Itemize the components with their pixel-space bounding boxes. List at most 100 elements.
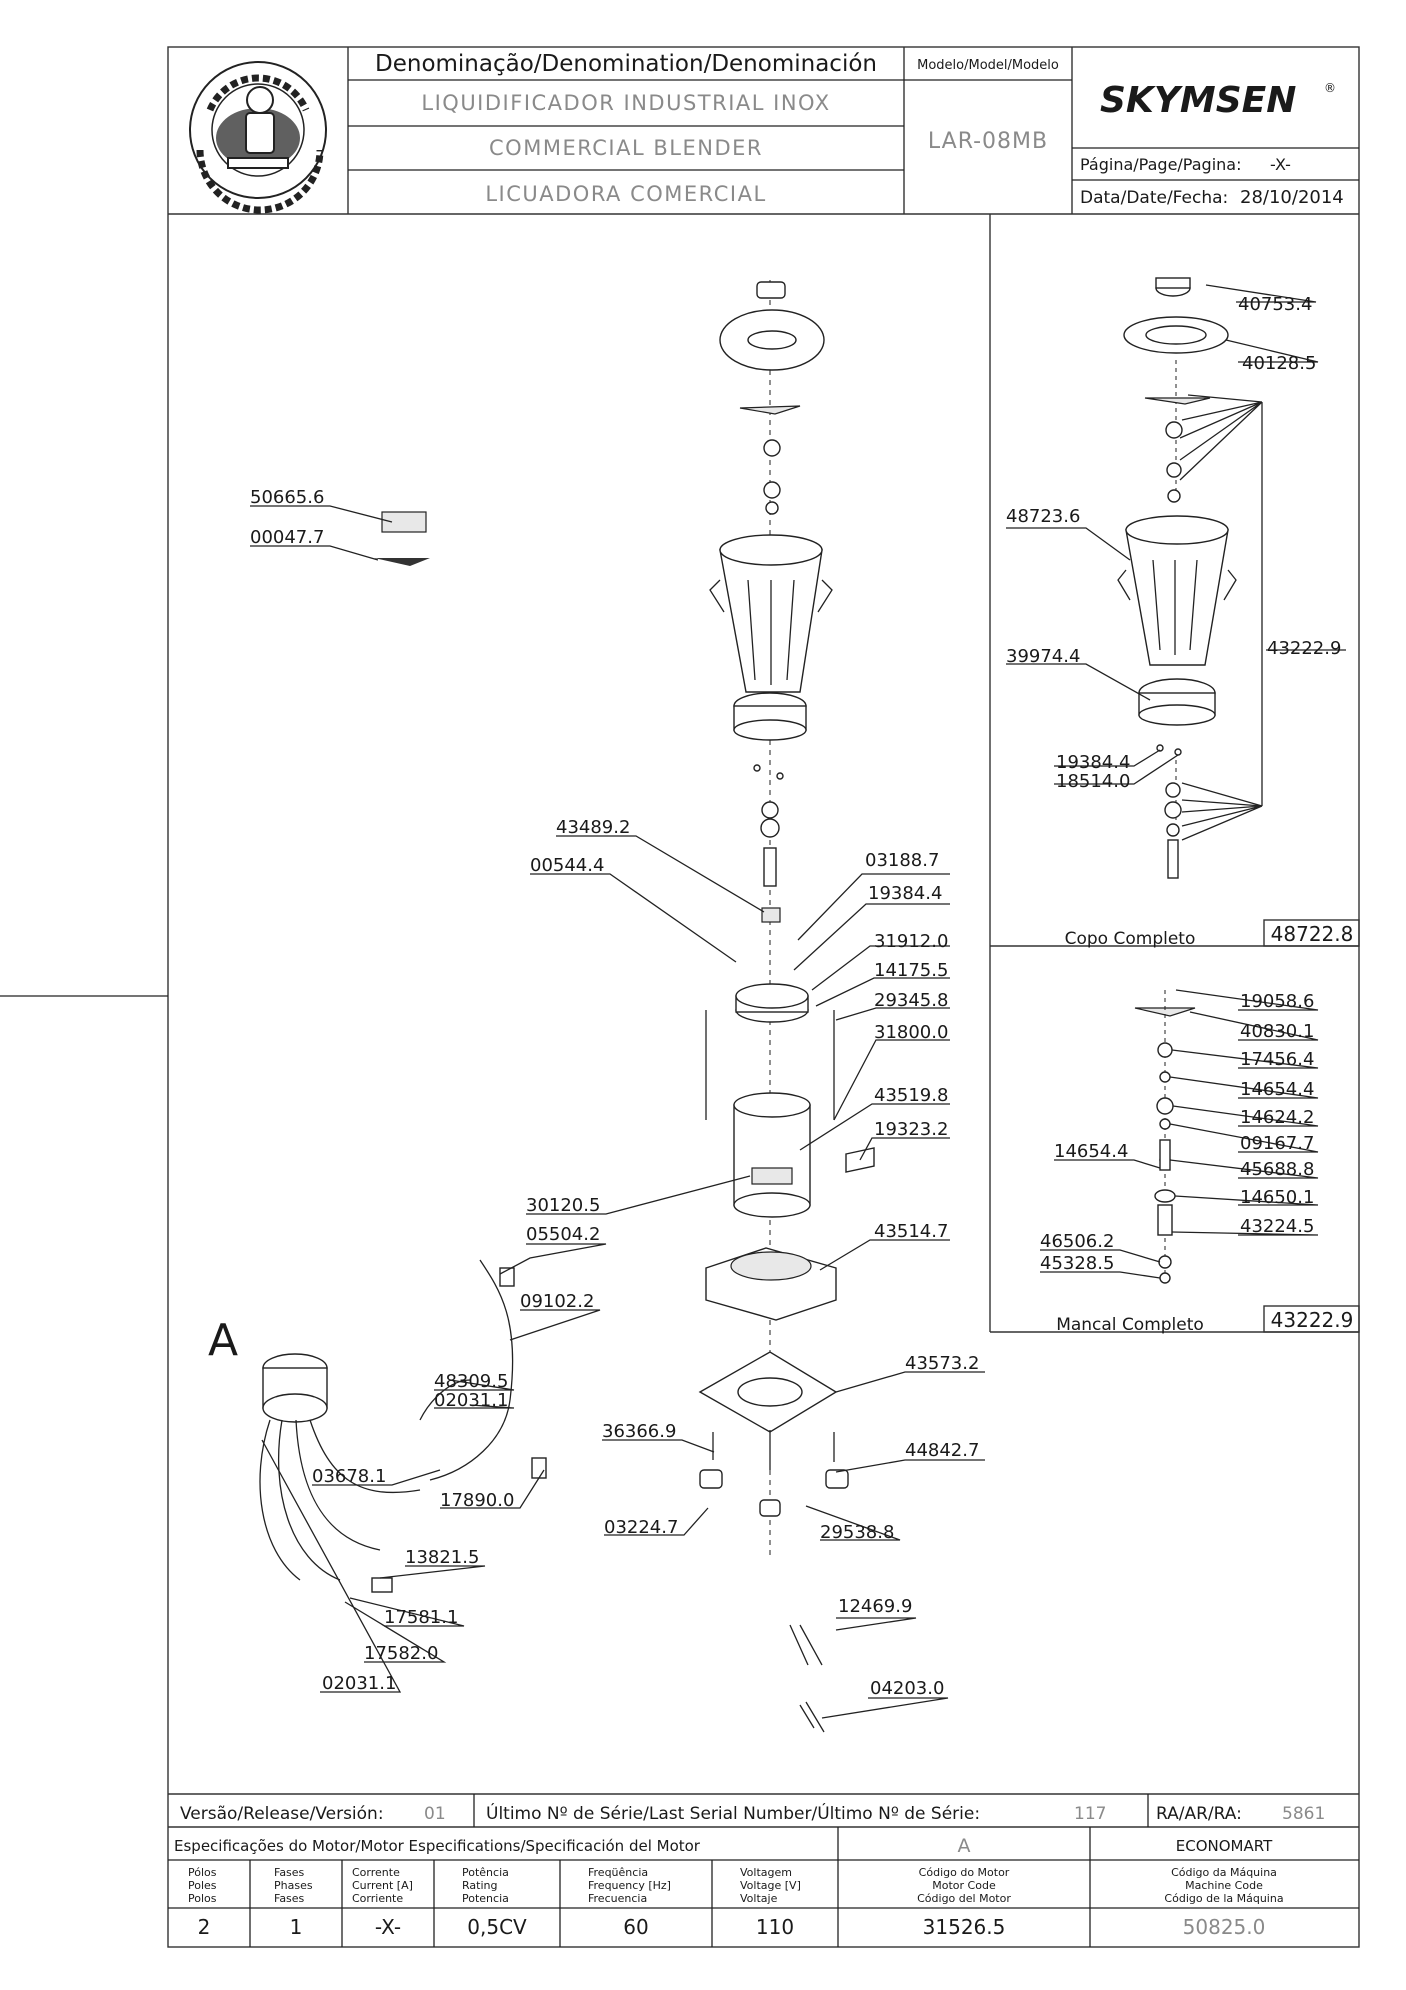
svg-text:Corriente: Corriente (352, 1892, 403, 1905)
part-label: 19323.2 (874, 1119, 948, 1140)
svg-text:Fases: Fases (274, 1866, 305, 1879)
part-label: 45328.5 (1040, 1253, 1114, 1274)
product-name-es: LICUADORA COMERCIAL (485, 182, 766, 206)
part-label: 43224.5 (1240, 1216, 1314, 1237)
motor-spec-label: Especificações do Motor/Motor Especifica… (174, 1837, 701, 1855)
part-label: 45688.8 (1240, 1159, 1314, 1180)
sheet-border (167, 46, 1360, 1948)
part-label: 03678.1 (312, 1466, 386, 1487)
spec-column-poles: Pólos Poles Polos 2 (188, 1866, 217, 1939)
part-label: 19058.6 (1240, 991, 1314, 1012)
part-label: 40830.1 (1240, 1021, 1314, 1042)
part-label: 18514.0 (1056, 771, 1130, 792)
part-label: 19384.4 (1056, 752, 1130, 773)
part-label: 00047.7 (250, 527, 324, 548)
svg-text:Frequency [Hz]: Frequency [Hz] (588, 1879, 671, 1892)
ra-label: RA/AR/RA: (1156, 1804, 1242, 1824)
svg-text:Phases: Phases (274, 1879, 313, 1892)
svg-text:Fases: Fases (274, 1892, 305, 1905)
part-label: 30120.5 (526, 1195, 600, 1216)
svg-text:Machine Code: Machine Code (1185, 1879, 1263, 1892)
spec-value: 1 (290, 1915, 303, 1939)
svg-text:Potencia: Potencia (462, 1892, 509, 1905)
part-label: 43222.9 (1267, 638, 1341, 659)
part-label: 04203.0 (870, 1678, 944, 1699)
serial-label: Último Nº de Série/Last Serial Number/Úl… (486, 1802, 980, 1824)
brand-name: SKYMSEN (1100, 80, 1296, 121)
svg-text:Voltage [V]: Voltage [V] (740, 1879, 801, 1892)
part-labels-main: 50665.6 00047.7 43489.2 00544.4 03188.7 … (250, 487, 979, 1699)
part-label: 19384.4 (868, 883, 942, 904)
date-label: Data/Date/Fecha: (1080, 188, 1228, 208)
page-label: Página/Page/Pagina: (1080, 155, 1241, 174)
part-label: 17582.0 (364, 1643, 438, 1664)
page-value: -X- (1270, 155, 1291, 174)
part-label: 43573.2 (905, 1353, 979, 1374)
part-label: 09167.7 (1240, 1133, 1314, 1154)
part-label: 12469.9 (838, 1596, 912, 1617)
part-label: 02031.1 (434, 1390, 508, 1411)
svg-text:Poles: Poles (188, 1879, 217, 1892)
part-label: 17581.1 (384, 1607, 458, 1628)
part-label: 14175.5 (874, 960, 948, 981)
part-label: 39974.4 (1006, 646, 1080, 667)
svg-text:Corrente: Corrente (352, 1866, 400, 1879)
svg-text:Current [A]: Current [A] (352, 1879, 413, 1892)
spec-table: Versão/Release/Versión: 01 Último Nº de … (168, 1793, 1359, 1947)
svg-text:Freqüência: Freqüência (588, 1866, 648, 1879)
spec-value: 50825.0 (1183, 1915, 1266, 1939)
serial-value: 117 (1074, 1804, 1106, 1824)
svg-text:Rating: Rating (462, 1879, 497, 1892)
spec-value: 31526.5 (923, 1915, 1006, 1939)
spec-value: 0,5CV (467, 1915, 527, 1939)
svg-text:Código da Máquina: Código da Máquina (1171, 1866, 1277, 1879)
denomination-label: Denominação/Denomination/Denominación (375, 51, 877, 77)
cup-panel-title: Copo Completo (1065, 929, 1196, 949)
authorized-service-seal (189, 61, 327, 214)
brand-logo: SKYMSEN ® (1100, 80, 1336, 121)
part-label: 43489.2 (556, 817, 630, 838)
spec-value: 2 (198, 1915, 211, 1939)
svg-text:Potência: Potência (462, 1866, 509, 1879)
part-labels-bearing: 19058.6 40830.1 17456.4 14654.4 14624.2 … (1040, 991, 1314, 1274)
part-label: 40753.4 (1238, 294, 1312, 315)
part-label: 43514.7 (874, 1221, 948, 1242)
svg-text:Voltaje: Voltaje (740, 1892, 778, 1905)
motor-variant: A (958, 1835, 971, 1857)
part-label: 48723.6 (1006, 506, 1080, 527)
spec-value: 60 (623, 1915, 648, 1939)
model-label: Modelo/Model/Modelo (917, 58, 1059, 73)
detail-label-a: A (208, 1315, 238, 1366)
part-label: 36366.9 (602, 1421, 676, 1442)
brand-mark: ® (1324, 81, 1336, 95)
svg-text:Código de la Máquina: Código de la Máquina (1164, 1892, 1283, 1905)
part-label: 31912.0 (874, 931, 948, 952)
part-label: 14654.4 (1054, 1141, 1128, 1162)
part-label: 14624.2 (1240, 1107, 1314, 1128)
exploded-view: A (208, 280, 875, 1733)
release-value: 01 (424, 1804, 446, 1824)
machine-name: ECONOMART (1176, 1837, 1273, 1855)
part-label: 48309.5 (434, 1371, 508, 1392)
part-label: 29345.8 (874, 990, 948, 1011)
part-label: 40128.5 (1242, 353, 1316, 374)
part-label: 29538.8 (820, 1522, 894, 1543)
svg-text:Frecuencia: Frecuencia (588, 1892, 647, 1905)
part-label: 09102.2 (520, 1291, 594, 1312)
bearing-panel-title: Mancal Completo (1056, 1315, 1204, 1335)
product-name-pt: LIQUIDIFICADOR INDUSTRIAL INOX (421, 91, 830, 115)
part-label: 13821.5 (405, 1547, 479, 1568)
part-label: 14650.1 (1240, 1187, 1314, 1208)
bearing-assembly-panel: Mancal Completo 43222.9 (990, 990, 1360, 1335)
part-label: 02031.1 (322, 1673, 396, 1694)
svg-text:Voltagem: Voltagem (740, 1866, 792, 1879)
leader-lines (250, 284, 1346, 1719)
part-label: 44842.7 (905, 1440, 979, 1461)
spec-column-machine-code: Código da Máquina Machine Code Código de… (1164, 1866, 1283, 1939)
release-label: Versão/Release/Versión: (180, 1804, 384, 1824)
svg-text:Pólos: Pólos (188, 1866, 217, 1879)
spec-column-rating: Potência Rating Potencia 0,5CV (462, 1866, 527, 1939)
part-label: 03224.7 (604, 1517, 678, 1538)
part-label: 14654.4 (1240, 1079, 1314, 1100)
spec-column-frequency: Freqüência Frequency [Hz] Frecuencia 60 (588, 1866, 671, 1939)
